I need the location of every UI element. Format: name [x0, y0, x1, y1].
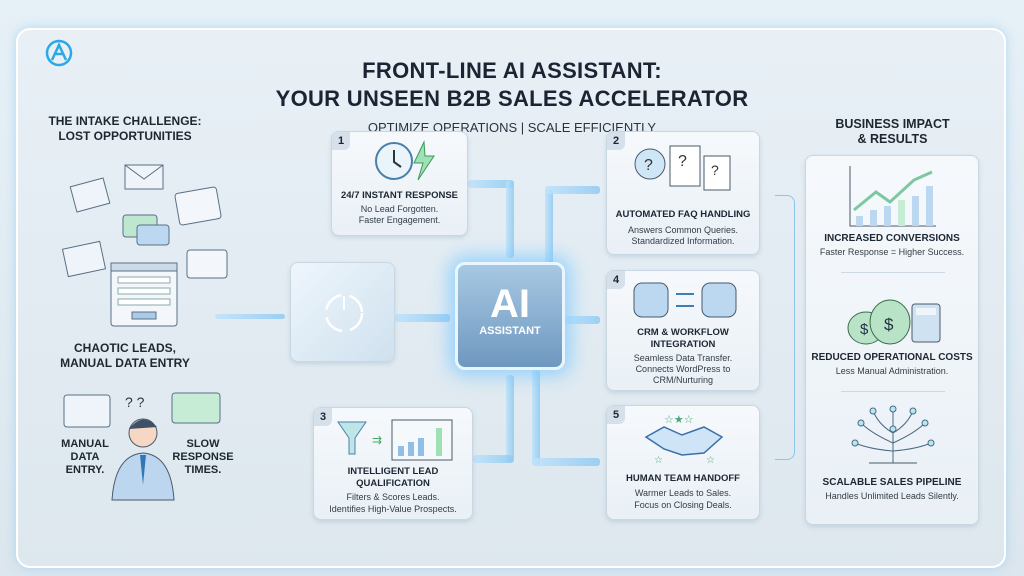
result-title: INCREASED CONVERSIONS [824, 233, 960, 244]
clock-lightning-icon [375, 140, 435, 181]
step-desc: Connects WordPress to [635, 364, 731, 374]
step-number: 4 [607, 271, 625, 289]
step-desc: Identifies High-Value Prospects. [329, 504, 457, 514]
power-signal-icon [324, 293, 364, 333]
database-sync-icon [633, 282, 737, 318]
network-tree-icon [851, 405, 935, 464]
left-title-1: THE INTAKE CHALLENGE: [48, 114, 202, 128]
money-bags-calculator-icon: $$ [847, 299, 941, 345]
svg-text:$: $ [860, 321, 869, 338]
step-desc: Warmer Leads to Sales. [634, 488, 732, 498]
slow-2: RESPONSE [172, 451, 234, 463]
connector [473, 455, 513, 463]
svg-text:?: ? [678, 153, 687, 170]
results-panel: INCREASED CONVERSIONS Faster Response = … [805, 155, 979, 525]
result-desc: Faster Response = Higher Success. [819, 247, 965, 257]
step-card-4: 4 CRM & WORKFLOW INTEGRATION Seamless Da… [606, 270, 760, 391]
logo-icon [45, 39, 73, 67]
title-line-2: YOUR UNSEEN B2B SALES ACCELERATOR [275, 86, 749, 111]
connector [395, 314, 450, 322]
funnel-chart-icon: ⇉ [337, 419, 453, 461]
step-title: 24/7 INSTANT RESPONSE [340, 190, 459, 201]
step-title: INTEGRATION [650, 339, 716, 350]
right-title-1: BUSINESS IMPACT [835, 117, 950, 131]
connector [215, 314, 285, 319]
manual-2: DATA [70, 451, 100, 463]
svg-text:? ?: ? ? [125, 394, 145, 410]
step-desc: CRM/Nurturing [652, 375, 713, 385]
handshake-icon: ☆★☆ ☆ ☆ [644, 414, 724, 465]
right-title-2: & RESULTS [857, 132, 928, 146]
title-line-1: FRONT-LINE AI ASSISTANT: [362, 58, 662, 83]
svg-text:☆: ☆ [706, 455, 715, 465]
question-documents-icon: ??? [634, 145, 731, 191]
svg-text:$: $ [884, 315, 894, 334]
ai-sub: ASSISTANT [479, 325, 541, 337]
chaotic-leads-icons [61, 164, 228, 327]
step-title: INTELLIGENT LEAD [347, 466, 439, 477]
step-number: 3 [314, 408, 332, 426]
step-card-1: 1 24/7 INSTANT RESPONSE No Lead Forgotte… [331, 131, 468, 236]
connector [565, 316, 600, 324]
step-desc: Seamless Data Transfer. [633, 353, 733, 363]
step-title: HUMAN TEAM HANDOFF [626, 473, 740, 484]
ai-label: AI [490, 282, 530, 326]
connector [506, 375, 514, 463]
divider [841, 272, 945, 273]
step-number: 5 [607, 406, 625, 424]
divider [841, 391, 945, 392]
svg-text:☆: ☆ [654, 455, 663, 465]
left-caption-2: MANUAL DATA ENTRY [60, 356, 190, 370]
slow-3: TIMES. [184, 464, 222, 476]
result-title: SCALABLE SALES PIPELINE [822, 477, 962, 488]
step-title: QUALIFICATION [356, 478, 430, 489]
step-card-2: 2 ??? AUTOMATED FAQ HANDLING Answers Com… [606, 131, 760, 255]
connector [545, 190, 553, 265]
result-title: REDUCED OPERATIONAL COSTS [811, 352, 973, 363]
manual-1: MANUAL [61, 438, 109, 450]
connector [506, 180, 514, 258]
step-title: AUTOMATED FAQ HANDLING [615, 209, 751, 220]
ai-assistant-core: AI ASSISTANT [455, 262, 565, 370]
step-number: 1 [332, 132, 350, 150]
svg-text:⇉: ⇉ [372, 433, 382, 447]
connector [468, 180, 513, 188]
connector [545, 186, 600, 194]
step-desc: Filters & Scores Leads. [346, 492, 440, 502]
svg-text:?: ? [711, 162, 719, 178]
stressed-person-icon: ? ? [63, 392, 221, 501]
step-desc: Standardized Information. [631, 236, 735, 246]
results-bracket [775, 195, 795, 460]
svg-text:?: ? [644, 157, 653, 174]
step-desc: Answers Common Queries. [627, 225, 739, 235]
slow-1: SLOW [186, 438, 220, 450]
left-caption-1: CHAOTIC LEADS, [74, 341, 176, 355]
result-desc: Handles Unlimited Leads Silently. [825, 491, 959, 501]
svg-text:☆★☆: ☆★☆ [664, 414, 694, 426]
step-title: CRM & WORKFLOW [637, 327, 729, 338]
left-title-2: LOST OPPORTUNITIES [58, 129, 192, 143]
step-card-3: 3 ⇉ INTELLIGENT LEAD QUALIFICATION Filte… [313, 407, 473, 520]
result-desc: Less Manual Administration. [835, 366, 949, 376]
step-desc: Faster Engagement. [358, 215, 441, 225]
step-card-5: 5 ☆★☆ ☆ ☆ HUMAN TEAM HANDOFF Warmer Leads … [606, 405, 760, 520]
growth-chart-icon [849, 166, 936, 227]
connector [532, 370, 540, 465]
manual-3: ENTRY. [65, 464, 105, 476]
step-desc: Focus on Closing Deals. [634, 500, 732, 510]
intake-processor [290, 262, 395, 362]
connector [532, 458, 600, 466]
step-desc: No Lead Forgotten. [360, 204, 439, 214]
step-number: 2 [607, 132, 625, 150]
